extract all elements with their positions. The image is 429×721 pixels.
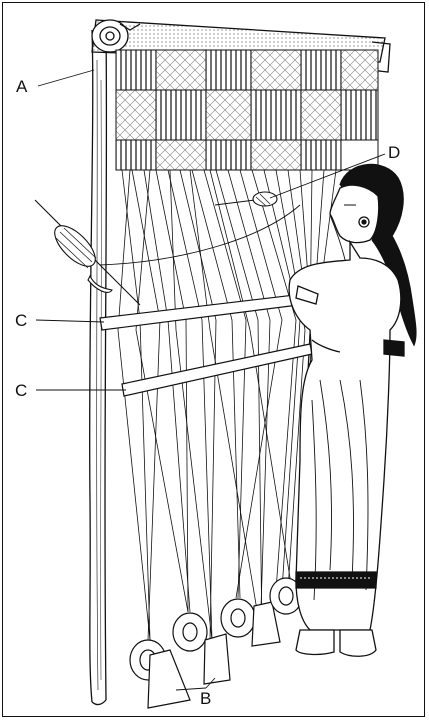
label-d: D: [388, 144, 400, 161]
woven-textile: [116, 50, 378, 170]
leader-line-c-upper: [36, 320, 104, 322]
heddle-rod-lower: [122, 344, 312, 396]
weaver-figure: [289, 164, 416, 656]
label-b: B: [200, 690, 211, 707]
label-a: A: [16, 78, 27, 95]
loom-upright-post: [90, 30, 107, 705]
label-c-lower: C: [15, 382, 27, 399]
spindle-left: [35, 200, 140, 305]
loom-weights: [130, 578, 302, 708]
leader-line-a: [38, 70, 94, 86]
label-c-upper: C: [15, 312, 27, 329]
